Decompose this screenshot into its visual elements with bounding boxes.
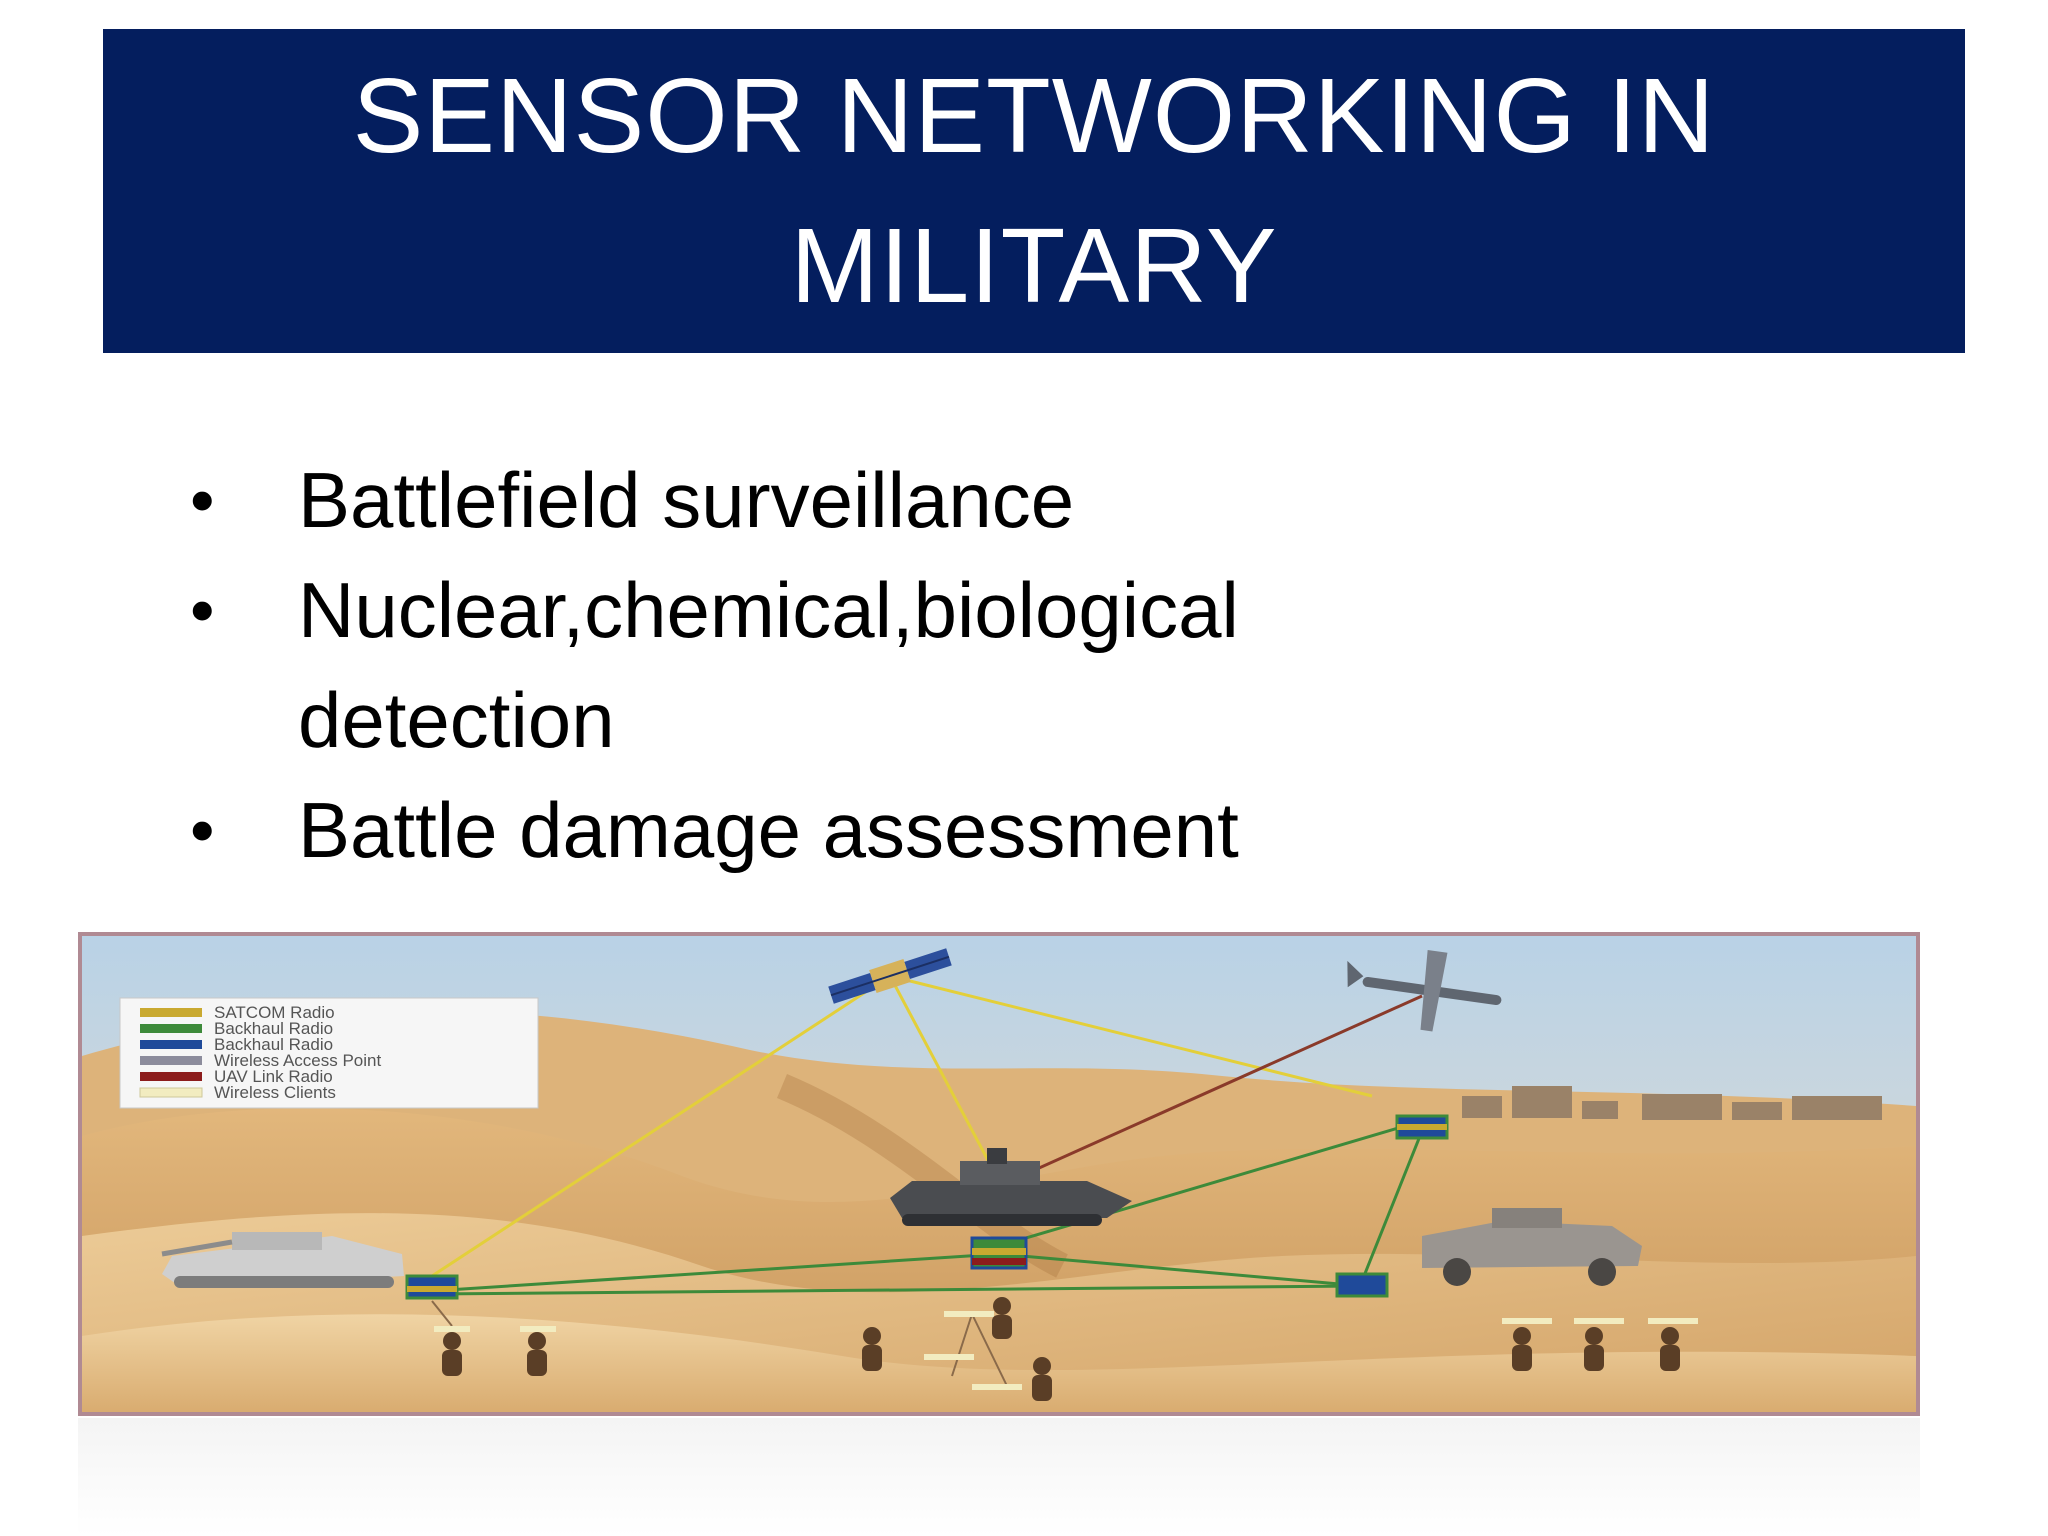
satcom-link — [888, 975, 1001, 1182]
bullet-dot: • — [190, 461, 215, 539]
wireless-client-links — [434, 1311, 1698, 1390]
legend-swatch — [140, 1008, 202, 1017]
slide-title: SENSOR NETWORKING IN MILITARY — [352, 57, 1716, 325]
bullet-item: • Battlefield surveillance — [190, 445, 1440, 555]
bullet-dot: • — [190, 791, 215, 869]
dune-shadow — [776, 1074, 1068, 1278]
legend-entry: SATCOM Radio — [140, 1003, 335, 1022]
legend-label: Backhaul Radio — [214, 1019, 333, 1038]
battlefield-scene: SATCOM Radio Backhaul Radio Backhaul Rad… — [82, 936, 1916, 1412]
soldier-icon — [442, 1297, 1680, 1401]
radio-node-icon — [1395, 1114, 1449, 1140]
legend-entry: UAV Link Radio — [140, 1067, 333, 1086]
radio-node-icon — [405, 1274, 459, 1300]
backhaul-link — [431, 1284, 1363, 1296]
battlefield-network-illustration: SATCOM Radio Backhaul Radio Backhaul Rad… — [78, 932, 1920, 1416]
bullet-list: • Battlefield surveillance • Nuclear,che… — [190, 445, 1440, 885]
tank-icon — [161, 1232, 404, 1288]
radio-node-icon — [970, 1236, 1028, 1270]
legend-entry: Backhaul Radio — [140, 1019, 333, 1038]
satcom-link — [431, 974, 891, 1278]
legend-swatch — [139, 1087, 203, 1098]
legend-swatch — [140, 1056, 202, 1065]
bullet-text: Nuclear,chemical,biological detection — [298, 566, 1239, 764]
title-banner: SENSOR NETWORKING IN MILITARY — [103, 29, 1965, 353]
legend-label: SATCOM Radio — [214, 1003, 335, 1022]
legend-entry: Wireless Access Point — [140, 1051, 381, 1070]
legend-label: Backhaul Radio — [214, 1035, 333, 1054]
uav-link — [998, 994, 1423, 1188]
bullet-item: • Battle damage assessment — [190, 775, 1440, 885]
legend-label: Wireless Clients — [214, 1083, 336, 1102]
backhaul-link — [431, 1252, 1000, 1293]
figure-shadow — [78, 1418, 1920, 1536]
satcom-link — [889, 974, 1373, 1098]
client-link — [971, 1313, 1008, 1387]
legend-entry: Backhaul Radio — [140, 1035, 333, 1054]
network-links — [431, 974, 1424, 1387]
radio-node-icon — [1335, 1272, 1389, 1298]
legend-label: UAV Link Radio — [214, 1067, 333, 1086]
backhaul-link — [998, 1252, 1363, 1288]
uav-icon — [1347, 949, 1502, 1032]
bullet-dot: • — [190, 571, 215, 649]
legend-swatch — [140, 1040, 202, 1049]
legend-swatch — [140, 1024, 202, 1033]
backhaul-link — [1360, 1130, 1424, 1282]
satellite-icon — [828, 948, 952, 1004]
legend: SATCOM Radio Backhaul Radio Backhaul Rad… — [119, 997, 539, 1109]
humvee-icon — [1422, 1208, 1642, 1286]
bullet-text: Battle damage assessment — [298, 786, 1239, 874]
client-link — [431, 1300, 453, 1327]
bullet-item: • Nuclear,chemical,biological detection — [190, 555, 1440, 775]
legend-entry: Wireless Clients — [139, 1083, 336, 1102]
legend-swatch — [140, 1072, 202, 1081]
bullet-text: Battlefield surveillance — [298, 456, 1075, 544]
legend-label: Wireless Access Point — [214, 1051, 381, 1070]
client-link — [951, 1313, 973, 1377]
armored-vehicle-icon — [890, 1148, 1132, 1226]
distant-town — [1462, 1086, 1882, 1120]
